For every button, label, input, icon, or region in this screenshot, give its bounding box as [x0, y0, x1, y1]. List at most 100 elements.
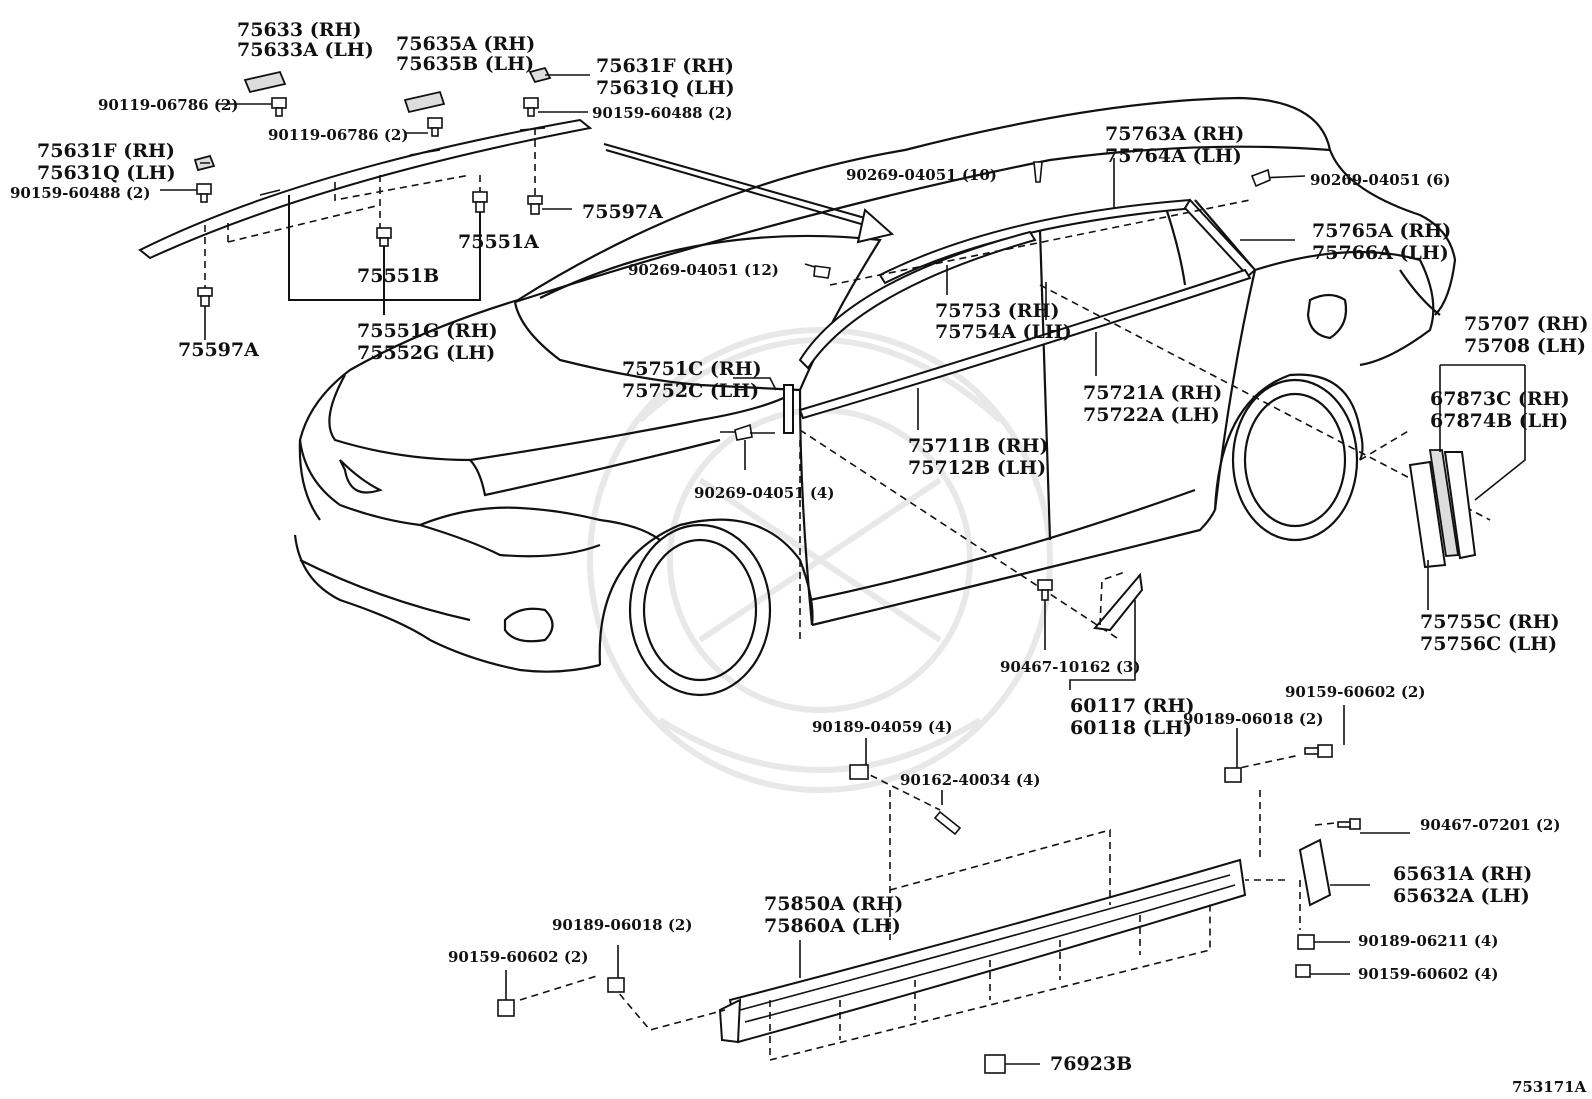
clip-icon [607, 977, 625, 993]
label-75752C: 75752C (LH) [622, 380, 759, 402]
label-90269-10: 90269-04051 (10) [846, 166, 997, 184]
label-75766A: 75766A (LH) [1312, 242, 1449, 264]
label-90189-06211: 90189-06211 (4) [1358, 932, 1498, 950]
label-75631F-top: 75631F (RH) [596, 55, 734, 77]
roof-rail-assembly [138, 118, 593, 315]
cap-75631-top [528, 66, 552, 84]
clip-icon [849, 764, 869, 780]
label-75763A: 75763A (RH) [1105, 123, 1244, 145]
label-67874B: 67874B (LH) [1430, 410, 1568, 432]
bolt-icon [1337, 818, 1361, 830]
label-75751C: 75751C (RH) [622, 358, 762, 380]
label-75631Q-left: 75631Q (LH) [37, 162, 176, 184]
label-65631A: 65631A (RH) [1393, 863, 1532, 885]
clip-icon [813, 265, 831, 279]
label-90159-60602-left: 90159-60602 (2) [448, 948, 588, 966]
bolt-icon [523, 97, 539, 117]
label-90119-a: 90119-06786 (2) [98, 96, 238, 114]
clip-icon [376, 227, 392, 247]
clip-icon [1224, 767, 1242, 783]
label-75753: 75753 (RH) [935, 300, 1059, 322]
label-90189-04059: 90189-04059 (4) [812, 718, 952, 736]
label-75721A: 75721A (RH) [1083, 382, 1222, 404]
label-75552G: 75552G (LH) [357, 342, 495, 364]
label-90189-06018-left: 90189-06018 (2) [552, 916, 692, 934]
clip-icon [734, 423, 753, 441]
bolt-icon [1295, 964, 1311, 978]
label-75551B: 75551B [357, 265, 439, 287]
label-90159-60602-4: 90159-60602 (4) [1358, 965, 1498, 983]
label-75635A: 75635A (RH) [396, 33, 535, 55]
side-moldings [720, 158, 1491, 641]
label-90269-4: 90269-04051 (4) [694, 484, 834, 502]
label-75712B: 75712B (LH) [908, 457, 1046, 479]
label-75765A: 75765A (RH) [1312, 220, 1451, 242]
label-75860A: 75860A (LH) [764, 915, 901, 937]
bolt-icon [196, 183, 212, 203]
label-90159-60602-right: 90159-60602 (2) [1285, 683, 1425, 701]
bolt-icon [427, 117, 443, 137]
label-75597A-right: 75597A [582, 201, 663, 223]
clip-icon [472, 191, 488, 213]
label-90159-top: 90159-60488 (2) [592, 104, 732, 122]
roof-fasteners [160, 66, 590, 340]
label-90269-6: 90269-04051 (6) [1310, 171, 1450, 189]
bolt-icon [1304, 744, 1333, 758]
clip-icon [527, 195, 543, 215]
label-75711B: 75711B (RH) [908, 435, 1049, 457]
label-75633A: 75633A (LH) [237, 39, 374, 61]
label-90119-b: 90119-06786 (2) [268, 126, 408, 144]
rocker-panel-molding [728, 858, 1247, 1044]
label-75707: 75707 (RH) [1464, 313, 1588, 335]
label-75551A: 75551A [458, 231, 539, 253]
label-75755C: 75755C (RH) [1420, 611, 1560, 633]
label-75754A: 75754A (LH) [935, 321, 1072, 343]
label-67873C: 67873C (RH) [1430, 388, 1570, 410]
direction-arrow [603, 143, 895, 244]
clip-icon [1033, 161, 1043, 183]
clip-icon [1250, 168, 1271, 188]
labels: 75633 (RH) 75633A (LH) 75635A (RH) 75635… [10, 19, 1588, 1096]
label-75708: 75708 (LH) [1464, 335, 1586, 357]
label-75551G: 75551G (RH) [357, 320, 498, 342]
label-90467-10162: 90467-10162 (3) [1000, 658, 1140, 676]
bolt-icon [497, 999, 515, 1017]
door-belt-molding [798, 268, 1252, 420]
diagram-id: 753171A [1512, 1078, 1587, 1096]
clip-icon [984, 1054, 1006, 1074]
label-90467-07201: 90467-07201 (2) [1420, 816, 1560, 834]
label-75722A: 75722A (LH) [1083, 404, 1220, 426]
label-75631Q-top: 75631Q (LH) [596, 77, 735, 99]
pillar-garnish-75751 [783, 384, 794, 434]
quarter-window-trim [1037, 571, 1144, 690]
label-75635B: 75635B (LH) [396, 53, 534, 75]
label-75764A: 75764A (LH) [1105, 145, 1242, 167]
label-90269-12: 90269-04051 (12) [628, 261, 779, 279]
label-76923B: 76923B [1050, 1053, 1132, 1075]
label-60118: 60118 (LH) [1070, 717, 1192, 739]
label-60117: 60117 (RH) [1070, 695, 1194, 717]
label-75633: 75633 (RH) [237, 19, 361, 41]
label-75597A-left: 75597A [178, 339, 259, 361]
label-75631F-left: 75631F (RH) [37, 140, 175, 162]
roof-rail-molding [138, 118, 593, 260]
bolt-icon [271, 97, 287, 117]
label-65632A: 65632A (LH) [1393, 885, 1530, 907]
wheel-arch-molding [1408, 460, 1447, 569]
rocker-panel-assembly [497, 705, 1410, 1074]
rear-fender-moldings [1408, 364, 1526, 610]
label-75850A: 75850A (RH) [764, 893, 903, 915]
front-door-frame-molding [798, 230, 1037, 370]
arch-seal [1428, 449, 1460, 557]
label-75756C: 75756C (LH) [1420, 633, 1557, 655]
clip-icon [197, 287, 213, 307]
cover-75633 [243, 70, 287, 94]
bracket-65631 [1298, 838, 1332, 907]
label-90189-06018-right: 90189-06018 (2) [1183, 710, 1323, 728]
screw-icon [933, 810, 962, 836]
clip-icon [1297, 934, 1315, 950]
label-90159-left: 90159-60488 (2) [10, 184, 150, 202]
cover-75635 [403, 90, 446, 114]
label-90162-40034: 90162-40034 (4) [900, 771, 1040, 789]
